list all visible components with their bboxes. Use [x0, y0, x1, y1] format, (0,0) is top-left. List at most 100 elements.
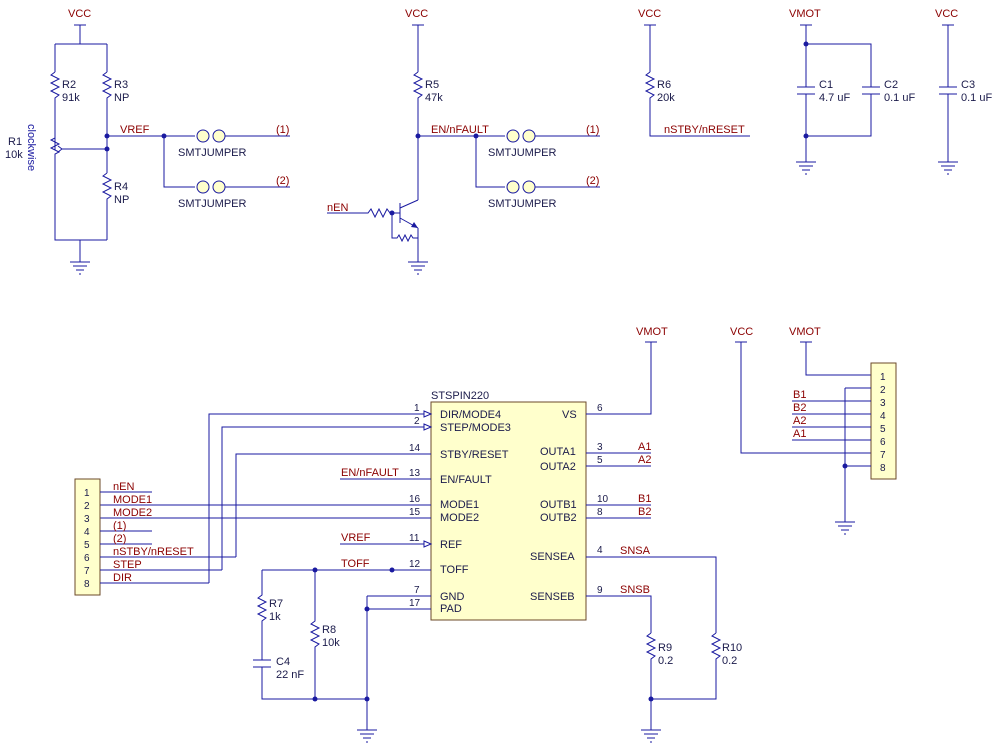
net-label-toff: TOFF	[341, 558, 370, 570]
r3-resistor	[101, 71, 113, 173]
ic-pin-number: 17	[409, 598, 421, 609]
r6-value: 20k	[657, 92, 675, 104]
header-net-label: A1	[793, 428, 806, 440]
net-label-nstby: nSTBY/nRESET	[664, 124, 745, 136]
transistor-base-resistor	[327, 207, 400, 219]
wire-vs	[586, 341, 657, 415]
r10-value: 0.2	[722, 655, 737, 667]
header-net-label: A2	[793, 415, 806, 427]
r5-value: 47k	[425, 92, 443, 104]
r7-ref: R7	[269, 598, 283, 610]
wire-en-jumper2	[475, 136, 505, 188]
power-label-vcc: VCC	[935, 8, 958, 20]
wire-outputs	[586, 452, 651, 519]
r8-value: 10k	[322, 637, 340, 649]
ground-symbol	[938, 161, 958, 175]
ic-pin-number: 10	[597, 494, 609, 505]
toff-rc-network: R7 1k C4 22 nF R8 10k	[253, 570, 367, 702]
ic-pin-name: OUTA1	[540, 446, 576, 458]
wire-header-vmot	[800, 341, 871, 376]
net-label-snsa: SNSA	[620, 545, 651, 557]
ground-symbol	[835, 521, 855, 535]
r10-resistor	[650, 632, 722, 730]
c3-capacitor	[939, 86, 957, 162]
jumper-label: SMTJUMPER	[178, 198, 247, 210]
wire-jumper-out	[225, 135, 290, 188]
header-body	[74, 478, 101, 596]
header-pin-number: 2	[84, 501, 90, 512]
header-wire-bends	[208, 550, 237, 583]
jumper-label: SMTJUMPER	[488, 198, 557, 210]
header-pin-number: 8	[84, 579, 90, 590]
r1-potentiometer	[49, 132, 61, 170]
junction-dot	[648, 696, 654, 702]
transistor-bias-resistor	[391, 213, 419, 243]
ground-symbol	[357, 729, 377, 743]
header-net-label: (1)	[113, 520, 126, 532]
header-net-label: nSTBY/nRESET	[113, 546, 194, 558]
junction-dot	[803, 41, 809, 47]
jumper-pad	[212, 180, 226, 194]
net-label-a2: A2	[638, 454, 651, 466]
ic-pin-name: REF	[440, 539, 462, 551]
r8-ref: R8	[322, 624, 336, 636]
net-label-vref: VREF	[120, 124, 150, 136]
c4-capacitor	[253, 659, 367, 700]
net-label-j2: (2)	[586, 175, 599, 187]
header-net-label: MODE1	[113, 494, 152, 506]
ic-pin-name: SENSEA	[530, 551, 575, 563]
header-net-label: B2	[793, 402, 806, 414]
r1-clockwise-note: clockwise	[25, 124, 37, 171]
net-label-en-nfault: EN/nFAULT	[431, 124, 489, 136]
vmot-bulk-caps: VMOT C1 4.7 uF C2 0.1 uF	[789, 8, 915, 175]
power-label-vcc: VCC	[638, 8, 661, 20]
standby-pullup: VCC R6 20k nSTBY/nRESET	[638, 8, 750, 137]
junction-dot	[312, 696, 318, 702]
r2-resistor	[49, 71, 61, 148]
jumper-pad	[506, 129, 520, 143]
c2-capacitor	[806, 86, 880, 137]
ic-pin-number: 13	[409, 468, 421, 479]
net-label-snsb: SNSB	[620, 584, 650, 596]
ic-pin-name: OUTA2	[540, 461, 576, 473]
r3-ref: R3	[114, 79, 128, 91]
jumper-pad	[506, 180, 520, 194]
ic-pin-number: 1	[414, 403, 420, 414]
ic-pin-name: EN/FAULT	[440, 474, 492, 486]
r1-value: 10k	[5, 149, 23, 161]
wire-jumper-out	[535, 135, 600, 188]
c4-value: 22 nF	[276, 669, 304, 681]
r3-value: NP	[114, 92, 129, 104]
junction-dot	[842, 463, 848, 469]
wire-header-vcc	[735, 341, 871, 454]
wire-snsb	[586, 595, 652, 633]
ic-pin-number: 14	[409, 443, 421, 454]
header-pin-number: 7	[84, 566, 90, 577]
power-label-vcc: VCC	[405, 8, 428, 20]
ic-pin-number: 8	[597, 507, 603, 518]
c3-value: 0.1 uF	[961, 92, 992, 104]
r6-resistor	[644, 71, 750, 137]
header-net-label: (2)	[113, 533, 126, 545]
header-pin-number: 5	[880, 424, 886, 435]
ic-name: STSPIN220	[431, 390, 489, 402]
ic-pin-name: PAD	[440, 603, 462, 615]
r4-ref: R4	[114, 181, 128, 193]
r9-ref: R9	[658, 642, 672, 654]
header-motor-wires	[792, 400, 871, 441]
header-pin-number: 8	[880, 463, 886, 474]
r10-ref: R10	[722, 642, 742, 654]
ground-symbol	[641, 729, 661, 743]
header-pin-number: 6	[84, 553, 90, 564]
vcc-bypass-cap: VCC C3 0.1 uF	[935, 8, 992, 175]
header-net-label: MODE2	[113, 507, 152, 519]
net-label-b2: B2	[638, 506, 651, 518]
r5-resistor	[412, 71, 424, 200]
header-pin-number: 5	[84, 540, 90, 551]
header-body	[870, 362, 897, 480]
vcc-symbol	[942, 24, 954, 87]
right-header-connector: VCC VMOT 1 2 3 4 5 6 7 8 B1 B2 A2 A1	[730, 326, 897, 535]
ic-pin-name: OUTB2	[540, 512, 577, 524]
ic-pin-name: OUTB1	[540, 499, 577, 511]
